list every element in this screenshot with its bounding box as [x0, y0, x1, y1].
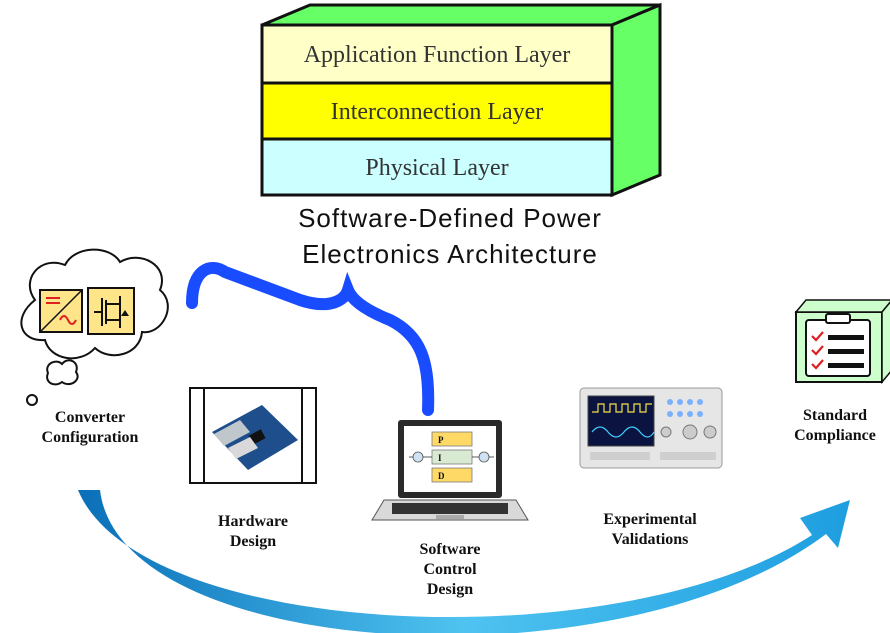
mosfet-switch-icon [87, 287, 135, 335]
hardware-design-caption: Hardware Design [190, 512, 316, 552]
standard-compliance-caption: Standard Compliance [780, 406, 890, 446]
workflow-arrow [78, 490, 850, 633]
caption-line: Standard [802, 407, 868, 424]
architecture-title-line2: Electronics Architecture [302, 239, 598, 269]
architecture-stack: Application Function Layer Interconnecti… [260, 2, 662, 198]
layer-physical [260, 137, 614, 197]
layer-physical-label: Physical Layer [365, 155, 508, 181]
oscilloscope-icon [579, 387, 723, 469]
stack-side-face [610, 2, 662, 198]
experimental-validations-caption: Experimental Validations [580, 510, 720, 550]
caption-line: Validations [611, 531, 689, 548]
checklist-icon [794, 299, 890, 385]
caption-line: Hardware [218, 513, 288, 530]
caption-line: Control [423, 561, 477, 578]
caption-line: Experimental [603, 511, 697, 528]
layer-interconnection [260, 81, 614, 141]
layer-application-label: Application Function Layer [304, 42, 571, 68]
controller-p-block: P [438, 435, 444, 445]
controller-d-block: D [438, 471, 445, 481]
caption-line: Converter [54, 409, 126, 426]
architecture-title-line1: Software-Defined Power [298, 203, 602, 233]
layer-interconnection-label: Interconnection Layer [331, 99, 544, 125]
controller-i-block: I [438, 453, 442, 463]
caption-line: Design [229, 533, 277, 550]
caption-line: Design [426, 581, 474, 598]
stack-top-face [261, 3, 661, 27]
dc-ac-converter-icon [39, 289, 83, 333]
caption-line: Compliance [794, 427, 876, 444]
architecture-title: Software-Defined Power Electronics Archi… [230, 200, 670, 272]
caption-line: Configuration [41, 429, 139, 446]
software-control-design-caption: Software Control Design [390, 540, 510, 600]
caption-line: Software [419, 541, 481, 558]
converter-configuration-caption: Converter Configuration [30, 408, 150, 448]
laptop-icon: P I D [371, 420, 529, 521]
brace-connector [186, 262, 435, 416]
hardware-board-image [189, 387, 317, 484]
